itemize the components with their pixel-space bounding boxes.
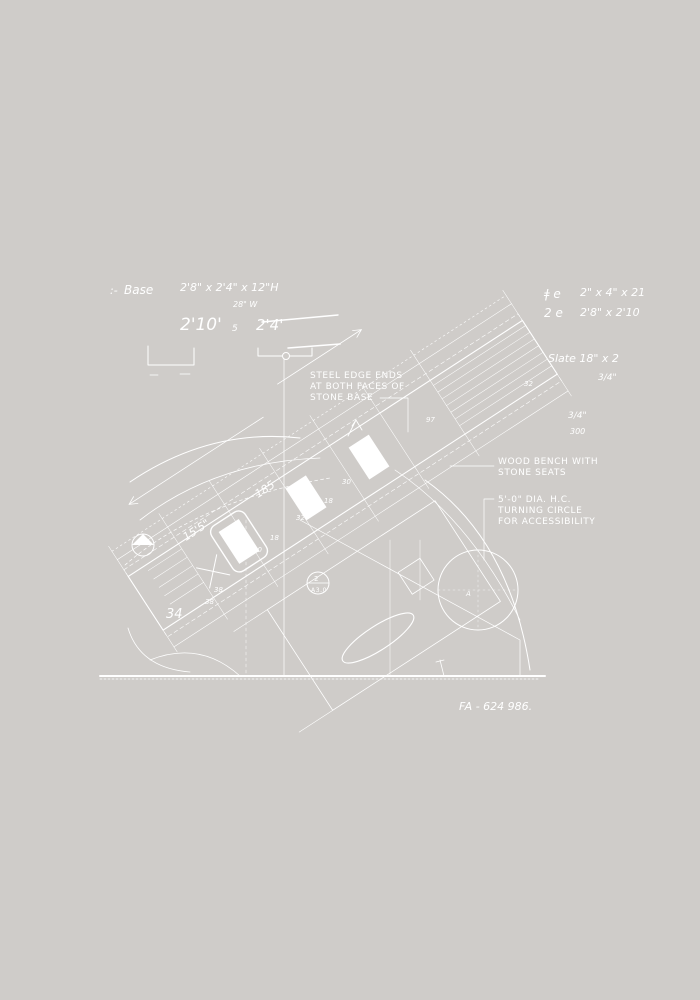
base-dimension-2b: 2'4': [256, 316, 283, 334]
callout-turning-circle-line-2: TURNING CIRCLE: [497, 506, 582, 516]
section-marker: 2 A3.0: [306, 571, 330, 595]
section-sheet: A3.0: [311, 587, 327, 594]
label-seat-18c: 18: [324, 497, 333, 505]
profile-sketches: [147, 343, 341, 676]
base-dimension-1: 2'8" x 2'4" x 12"H: [180, 281, 279, 294]
top-right-note-2: 2'8" x 2'10: [580, 306, 640, 319]
large-arcs: [124, 435, 531, 677]
top-right-notes: ǂ e 2" x 4" x 21 2 e 2'8" x 2'10 Slate 1…: [543, 286, 645, 436]
callout-steel-edge-line-3: STONE BASE: [310, 393, 373, 403]
label-seat-38: 38: [205, 598, 214, 606]
section-number: 2: [314, 575, 319, 583]
label-seat-18a: 18: [236, 552, 245, 560]
right-small-note-1: 3/4": [568, 411, 587, 421]
base-dimension-2a: 2'10': [180, 315, 222, 335]
callout-steel-edge: STEEL EDGE ENDS AT BOTH FACES OF STONE B…: [310, 371, 409, 433]
sheet-reference: FA - 624 986.: [459, 700, 532, 713]
stone-seat-1: [218, 518, 260, 564]
callout-turning-circle-line-1: 5'-0" DIA. H.C.: [498, 495, 571, 505]
slate-note-sub: 3/4": [598, 373, 617, 383]
label-seat-32a: 32: [296, 514, 305, 522]
callout-turning-circle-line-3: FOR ACCESSIBILITY: [498, 517, 595, 527]
north-arrow: [131, 533, 155, 557]
stone-seat-3: [348, 434, 390, 480]
top-right-mark-1: ǂ e: [543, 287, 561, 301]
stone-seat-2: [285, 475, 327, 521]
label-seat-20: 20: [253, 546, 262, 554]
label-seat-97: 97: [426, 416, 435, 424]
label-seat-32c: 32: [524, 380, 533, 388]
label-seat-30: 30: [342, 478, 351, 486]
plan-labels: 15'5" 185 34 38 18 20 18 32 18 30 32 32 …: [166, 380, 533, 622]
callout-steel-edge-line-2: AT BOTH FACES OF: [310, 382, 405, 392]
callout-steel-edge-line-1: STEEL EDGE ENDS: [310, 371, 403, 381]
callout-wood-bench: WOOD BENCH WITH STONE SEATS: [449, 457, 598, 478]
label-seat-34: 34: [166, 607, 183, 622]
base-dimension-sep: 5: [232, 324, 238, 334]
base-title: Base: [124, 283, 153, 297]
label-seat-18b: 18: [270, 534, 279, 542]
callout-wood-bench-line-1: WOOD BENCH WITH: [498, 457, 598, 467]
slate-note: Slate 18" x 2: [548, 352, 619, 365]
label-seat-32b: 32: [372, 454, 381, 462]
base-bullet: :-: [110, 284, 118, 297]
planter-oval: [341, 612, 415, 664]
base-notes: :- Base 2'8" x 2'4" x 12"H 28" W 2'10' 5…: [110, 281, 339, 335]
top-right-note-1: 2" x 4" x 21: [580, 286, 645, 299]
label-seat-38b: 38: [214, 586, 223, 594]
turning-circle-mark: A: [465, 590, 471, 598]
right-small-note-2: 300: [570, 427, 585, 436]
frame-lines: [245, 419, 521, 677]
bench-outline: [127, 319, 558, 631]
bench-assembly: [108, 290, 572, 653]
label-angle-1: 15'5": [181, 517, 212, 544]
base-dimension-1-sub: 28" W: [233, 300, 258, 309]
callout-turning-circle: 5'-0" DIA. H.C. TURNING CIRCLE FOR ACCES…: [483, 495, 595, 561]
note-underline: [261, 314, 339, 323]
ground-line: [99, 675, 546, 680]
callout-wood-bench-line-2: STONE SEATS: [498, 468, 566, 478]
top-right-mark-2: 2 e: [544, 306, 563, 320]
